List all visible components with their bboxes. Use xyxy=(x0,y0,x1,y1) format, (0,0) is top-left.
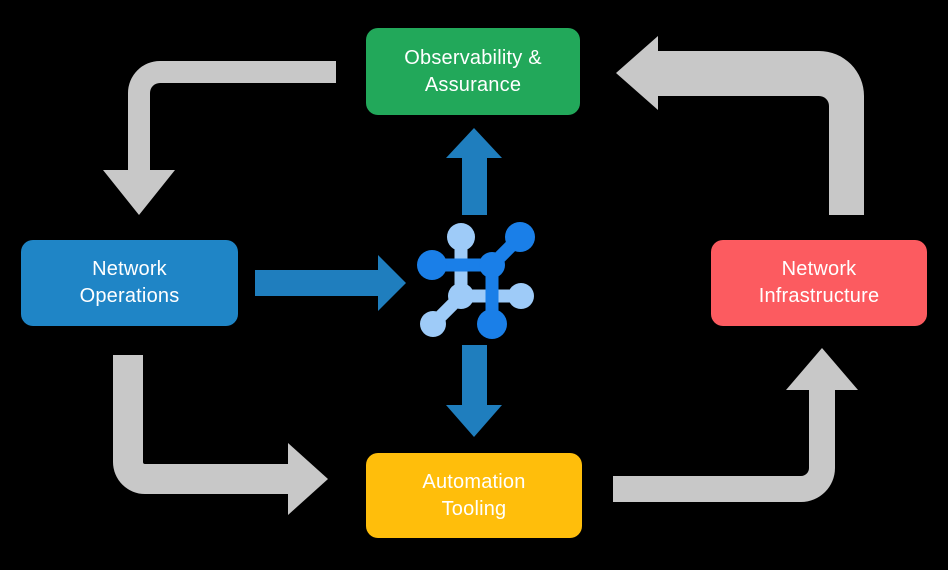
node-network-operations-label: Network Operations xyxy=(79,258,180,307)
arrow-operations-to-center xyxy=(255,255,406,311)
arrow-operations-to-automation xyxy=(113,355,328,515)
node-observability-assurance-label: Observability & Assurance xyxy=(404,46,542,96)
network-icon-nodes xyxy=(417,222,535,339)
arrow-observability-to-operations xyxy=(103,61,336,215)
node-network-operations[interactable]: Network Operations xyxy=(21,240,238,326)
node-automation-tooling-label: Automation Tooling xyxy=(422,470,526,520)
node-network-infrastructure-label: Network Infrastructure xyxy=(758,258,880,307)
arrow-center-to-observability xyxy=(446,128,502,215)
network-icon-edges xyxy=(425,230,528,331)
node-observability-assurance[interactable]: Observability & Assurance xyxy=(366,28,580,115)
node-network-infrastructure[interactable]: Network Infrastructure xyxy=(711,240,927,326)
arrow-infrastructure-to-observability xyxy=(616,36,864,215)
arrow-center-to-automation xyxy=(446,345,502,437)
node-automation-tooling[interactable]: Automation Tooling xyxy=(366,453,582,538)
arrow-automation-to-infrastructure xyxy=(613,348,858,502)
